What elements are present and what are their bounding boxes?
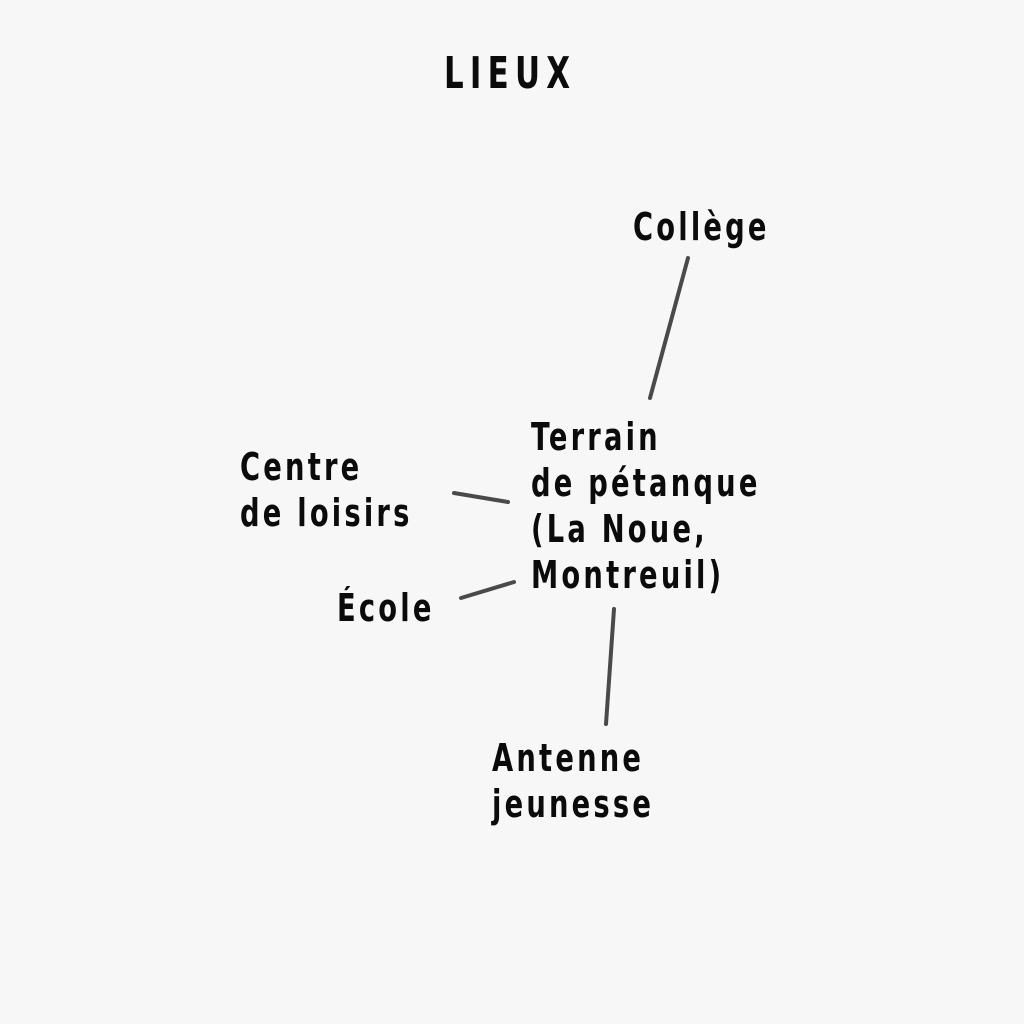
node-centre-loisirs-line: de loisirs	[240, 491, 413, 535]
node-centre-loisirs: Centre de loisirs	[240, 444, 413, 536]
node-center: Terrain de pétanque (La Noue, Montreuil)	[531, 414, 761, 598]
node-center-line: Montreuil)	[531, 553, 725, 597]
node-ecole-label: École	[337, 586, 435, 630]
connector-college	[648, 256, 690, 400]
node-college-label: Collège	[633, 205, 770, 249]
node-antenne-line: jeunesse	[492, 782, 655, 826]
node-antenne-jeunesse: Antenne jeunesse	[492, 735, 654, 827]
node-ecole: École	[337, 585, 435, 631]
node-centre-loisirs-line: Centre	[240, 445, 363, 489]
node-center-line: (La Noue,	[531, 507, 708, 551]
connector-ecole	[459, 580, 516, 600]
connector-antenne	[604, 607, 616, 726]
node-center-line: Terrain	[531, 415, 661, 459]
node-antenne-line: Antenne	[492, 736, 645, 780]
connector-centre-loisirs	[452, 491, 510, 504]
node-college: Collège	[633, 204, 770, 250]
node-center-line: de pétanque	[531, 461, 761, 505]
page-title: LIEUX	[444, 48, 577, 99]
